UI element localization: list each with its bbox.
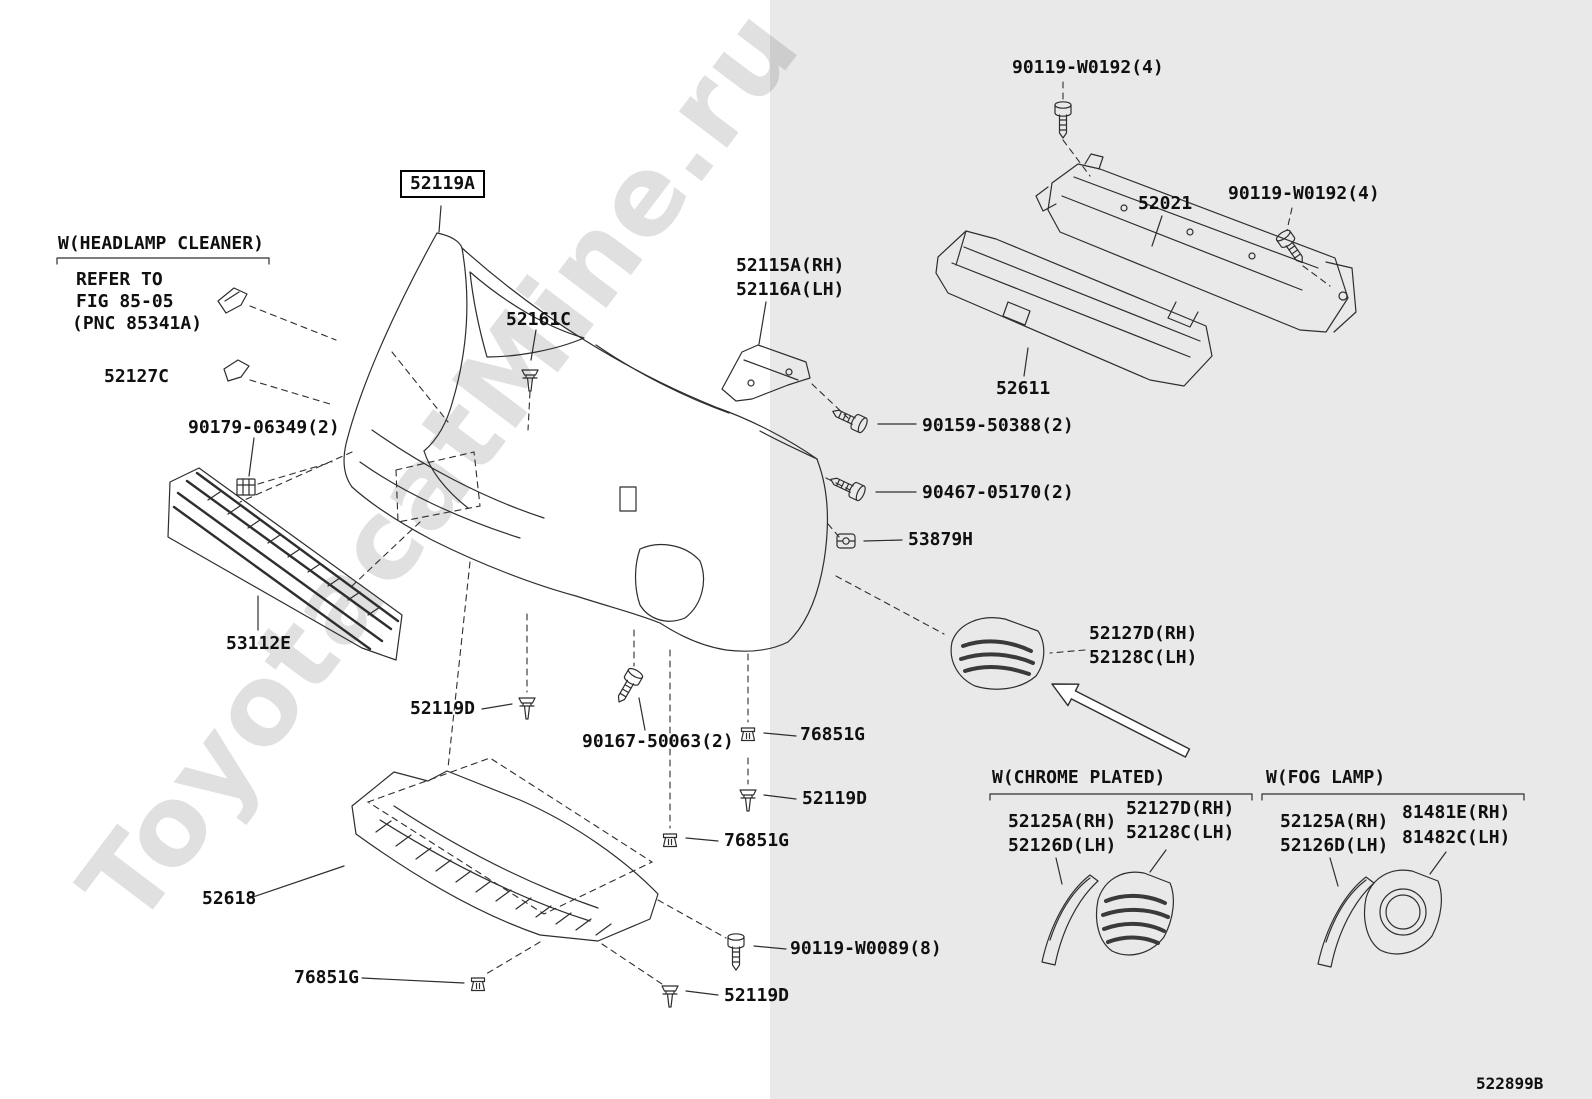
label-52128c-chrome: 52128C(LH) [1126,822,1235,843]
label-52119d-2: 52119D [802,788,868,809]
grommet-icon [740,727,756,742]
note-fig-85-05: FIG 85-05 [76,291,174,312]
nut-clip-icon [236,478,256,496]
bolt-icon [1054,101,1072,139]
bolt-icon [828,403,870,435]
front-bumper-drawing [343,232,828,652]
energy-absorber-drawing [935,230,1213,387]
fog-bezel-drawing [950,617,1045,690]
label-52116a: 52116A(LH) [736,279,845,300]
label-52125a-chrome: 52125A(RH) [1008,811,1117,832]
label-52119a-boxed: 52119A [400,170,486,198]
grommet-icon [470,977,486,992]
label-52611: 52611 [996,378,1051,399]
label-52021: 52021 [1138,193,1193,214]
clip-icon [661,985,679,1008]
label-90159-50388: 90159-50388(2) [922,415,1074,436]
label-76851g-3: 76851G [294,967,360,988]
label-90179-06349: 90179-06349(2) [188,417,340,438]
note-brackets [56,257,1525,801]
note-chrome-plated: W(CHROME PLATED) [992,767,1166,788]
label-76851g-2: 76851G [724,830,790,851]
chrome-bezel-drawing [1095,871,1174,956]
note-pnc-85341a: (PNC 85341A) [72,313,203,334]
label-53879h: 53879H [908,529,974,550]
label-52618: 52618 [202,888,257,909]
label-52127d-chrome: 52127D(RH) [1126,798,1235,819]
note-refer-to: REFER TO [76,269,163,290]
bolt-icon [826,471,868,503]
label-52127d-main: 52127D(RH) [1089,623,1198,644]
leader-lines [248,205,1447,996]
label-52119d-3: 52119D [724,985,790,1006]
bolt-icon [727,933,745,971]
fog-lamp-bezel-drawing [1363,869,1442,955]
label-90119-w0089: 90119-W0089(8) [790,938,942,959]
label-52127c: 52127C [104,366,170,387]
chrome-strip-drawing [1041,874,1099,966]
headlamp-cleaner-nozzle-drawing [217,287,248,314]
grommet-icon [662,833,678,848]
retainer-icon [836,533,856,549]
lower-grille-drawing [167,467,403,661]
clip-icon [521,369,539,392]
note-fog-lamp: W(FOG LAMP) [1266,767,1386,788]
clip-icon [739,789,757,812]
label-53112e: 53112E [226,633,292,654]
fog-strip-drawing [1317,876,1375,968]
construction-lines [239,81,1331,985]
label-90119-w0192-side: 90119-W0192(4) [1228,183,1380,204]
clip-icon [518,697,536,720]
label-52126d-chrome: 52126D(LH) [1008,835,1117,856]
label-52126d-fog: 52126D(LH) [1280,835,1389,856]
bolt-icon [1274,227,1310,268]
direction-arrow [1051,683,1191,758]
note-headlamp-cleaner: W(HEADLAMP CLEANER) [58,233,264,254]
label-52161c: 52161C [506,309,572,330]
label-90119-w0192-top: 90119-W0192(4) [1012,57,1164,78]
label-90167-50063: 90167-50063(2) [582,731,734,752]
bumper-piece-52127c-drawing [223,359,250,382]
label-52128c-main: 52128C(LH) [1089,647,1198,668]
label-90467-05170: 90467-05170(2) [922,482,1074,503]
gray-background-panel [770,0,1592,1099]
label-81481e: 81481E(RH) [1402,802,1511,823]
diagram-code: 522899B [1476,1074,1544,1093]
under-cover-drawing [351,757,659,942]
side-support-drawing [721,344,811,402]
label-52125a-fog: 52125A(RH) [1280,811,1389,832]
label-52119d-1: 52119D [410,698,476,719]
label-81482c: 81482C(LH) [1402,827,1511,848]
label-76851g-1: 76851G [800,724,866,745]
reinforcement-bar-drawing [1035,153,1357,333]
label-52115a: 52115A(RH) [736,255,845,276]
